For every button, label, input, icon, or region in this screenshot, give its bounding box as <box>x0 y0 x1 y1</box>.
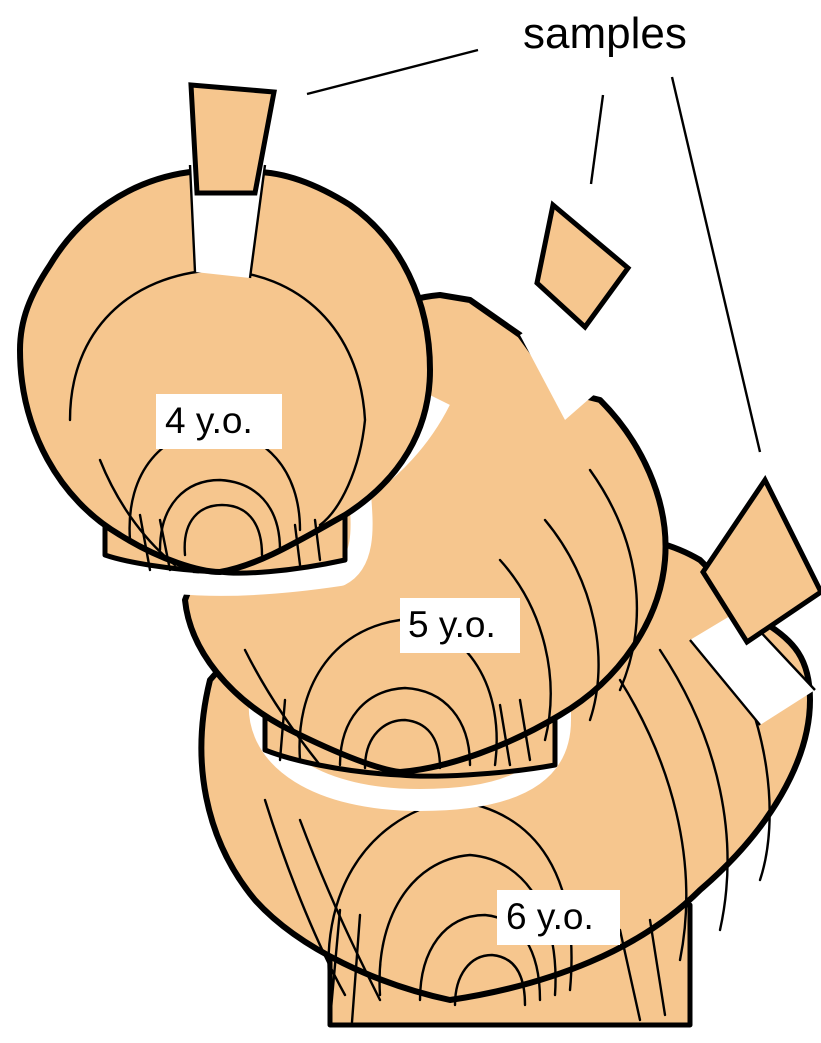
label-4-years: 4 y.o. <box>156 394 282 449</box>
label-5-years: 5 y.o. <box>400 598 520 653</box>
label-6-years-text: 6 y.o. <box>506 896 594 937</box>
leader-line-6y <box>672 77 760 452</box>
leader-line-5y <box>591 95 603 184</box>
sample-piece-5y <box>537 205 628 327</box>
samples-title: samples <box>523 9 687 58</box>
label-4-years-text: 4 y.o. <box>165 400 253 441</box>
label-6-years: 6 y.o. <box>497 890 620 945</box>
leader-line-4y <box>307 50 478 94</box>
label-5-years-text: 5 y.o. <box>408 604 496 645</box>
